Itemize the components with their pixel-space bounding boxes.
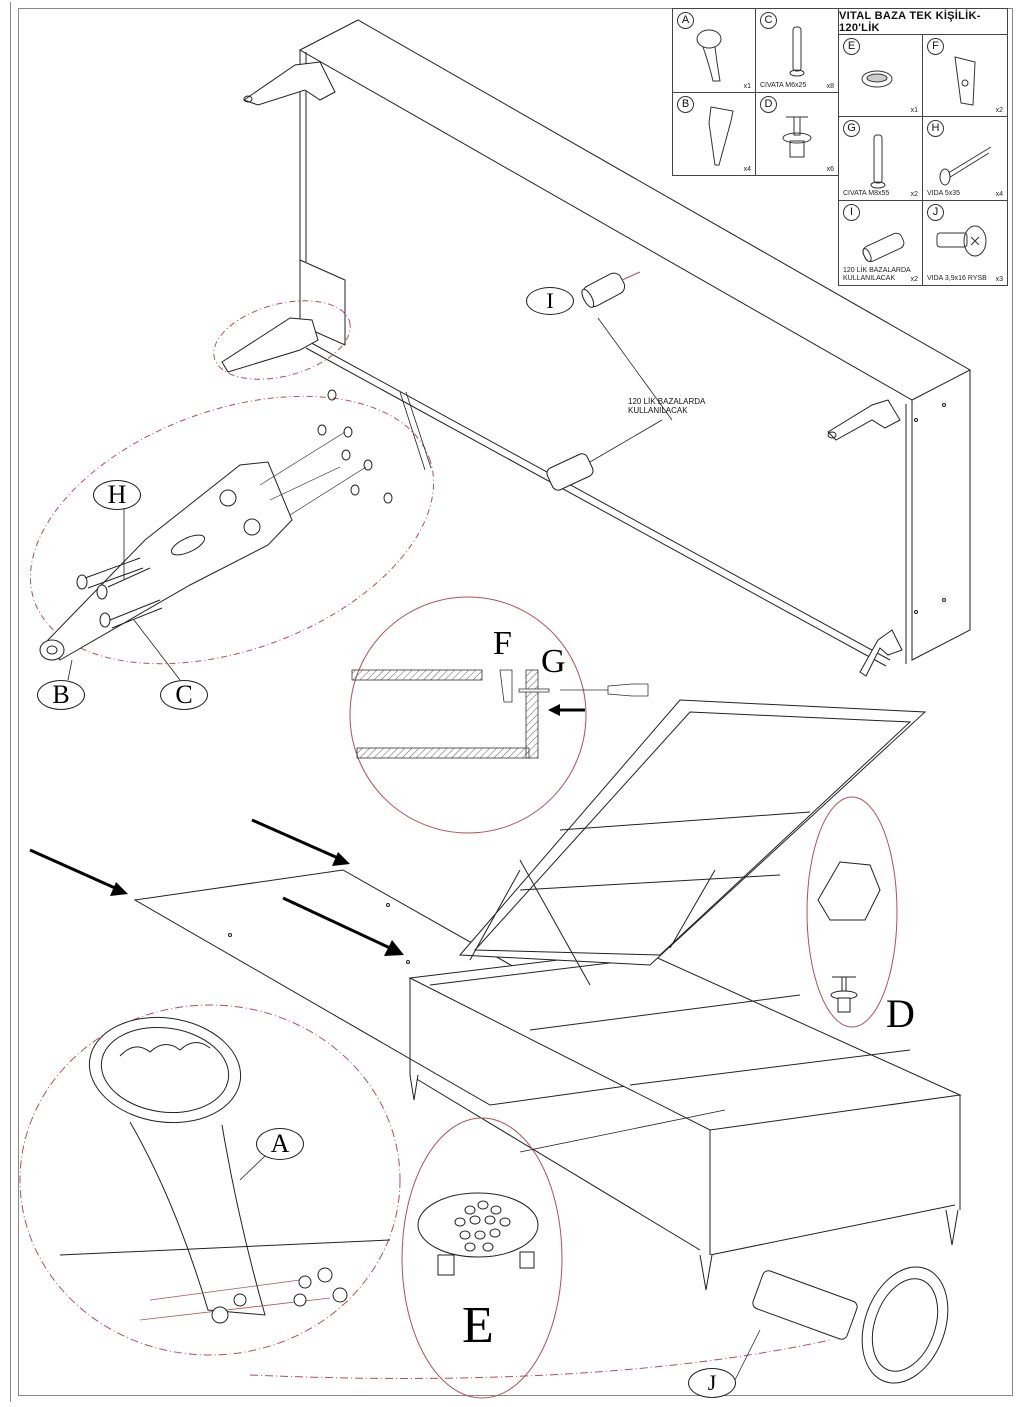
product-title: VITAL BAZA TEK KİŞİLİK-120'LİK: [838, 8, 1008, 35]
detail-push-rivet: [806, 796, 898, 1028]
part-label: C: [760, 12, 777, 29]
cam-screw-icon: [936, 225, 987, 257]
part-qty: x4: [995, 191, 1003, 198]
detail-vent-grille: [401, 1109, 726, 1399]
callout-i: I: [526, 287, 574, 315]
wedge-block-icon: [954, 56, 976, 106]
part-cell-g: G CIVATA M8x55 x2: [838, 116, 923, 201]
push-rivet-icon: [782, 116, 812, 158]
lift-mechanism-bracket-icon: [696, 29, 722, 82]
page-border-outer: [10, 2, 1019, 1402]
part-cell-e: E x1: [838, 34, 923, 117]
callout-j: J: [688, 1368, 736, 1398]
part-label: E: [843, 38, 860, 55]
leg-b-bottom-right: [859, 629, 903, 677]
callout-b: B: [37, 680, 85, 710]
page-border-inner: [18, 8, 1013, 1396]
long-bolt-icon: [870, 134, 886, 189]
part-cell-f: F x2: [922, 34, 1008, 117]
furniture-leg-icon: [708, 106, 734, 166]
storage-bed-open: [29, 699, 962, 1291]
part-cell-i: I 120 LİK BAZALARDA KULLANILACAK x2: [838, 200, 923, 286]
label-d: D: [886, 991, 915, 1036]
parts-table: A x1 C CIVATA M6x25 x8 VITAL BAZA TEK Kİ…: [672, 8, 1008, 286]
part-label: I: [843, 204, 860, 221]
bed-frame-upside-down: [298, 19, 972, 667]
part-qty: x6: [826, 166, 834, 173]
part-label: A: [677, 12, 694, 29]
callout-c: C: [160, 680, 208, 710]
label-g: G: [541, 643, 566, 680]
part-name: VIDA 5x35: [927, 190, 961, 197]
connector-barrel-icon: [862, 232, 905, 263]
leg-b-top-left: [242, 61, 336, 106]
label-f: F: [493, 625, 512, 662]
detail-cam-screw: [249, 1266, 949, 1391]
detail-lift-bracket: [19, 1004, 401, 1356]
part-qty: x2: [995, 107, 1003, 114]
part-cell-h: H VIDA 5x35 x4: [922, 116, 1008, 201]
connector-i-mounted: [546, 271, 641, 491]
part-qty: x1: [743, 83, 751, 90]
callout-h: H: [93, 480, 141, 510]
part-name: 120 LİK BAZALARDA KULLANILACAK: [843, 267, 911, 282]
part-cell-b: B x4: [672, 92, 756, 176]
detail-leg-mount: [29, 300, 435, 681]
vent-grille-icon: [861, 70, 893, 88]
part-label: B: [677, 96, 694, 113]
part-cell-a: A x1: [672, 8, 756, 93]
part-qty: x2: [910, 276, 918, 283]
bolt-icon: [789, 26, 805, 77]
leg-b-right: [827, 399, 901, 441]
connector-note: 120 LİK BAZALARDA KULLANILACAK: [628, 397, 705, 415]
part-cell-d: D x6: [755, 92, 839, 176]
part-qty: x4: [743, 166, 751, 173]
leg-b-left-detail-source: [221, 317, 319, 373]
part-label: G: [843, 120, 860, 137]
part-name: VIDA 3,9x16 RYSB: [927, 275, 987, 282]
part-label: J: [927, 204, 944, 221]
part-qty: x3: [995, 276, 1003, 283]
callout-a: A: [256, 1128, 304, 1160]
part-label: F: [927, 38, 944, 55]
part-qty: x8: [826, 83, 834, 90]
wood-screw-icon: [939, 146, 992, 186]
connector-note-line1: 120 LİK BAZALARDA: [628, 397, 706, 406]
part-name: CIVATA M6x25: [760, 82, 807, 89]
part-qty: x2: [910, 191, 918, 198]
part-cell-j: J VIDA 3,9x16 RYSB x3: [922, 200, 1008, 286]
label-e: E: [462, 1297, 494, 1354]
part-label: D: [760, 96, 777, 113]
part-qty: x1: [910, 107, 918, 114]
part-label: H: [927, 120, 944, 137]
connector-note-line2: KULLANILACAK: [628, 406, 688, 415]
detail-section-f-g: [349, 596, 649, 834]
part-name: CIVATA M8x55: [843, 190, 890, 197]
part-cell-c: C CIVATA M6x25 x8: [755, 8, 839, 93]
